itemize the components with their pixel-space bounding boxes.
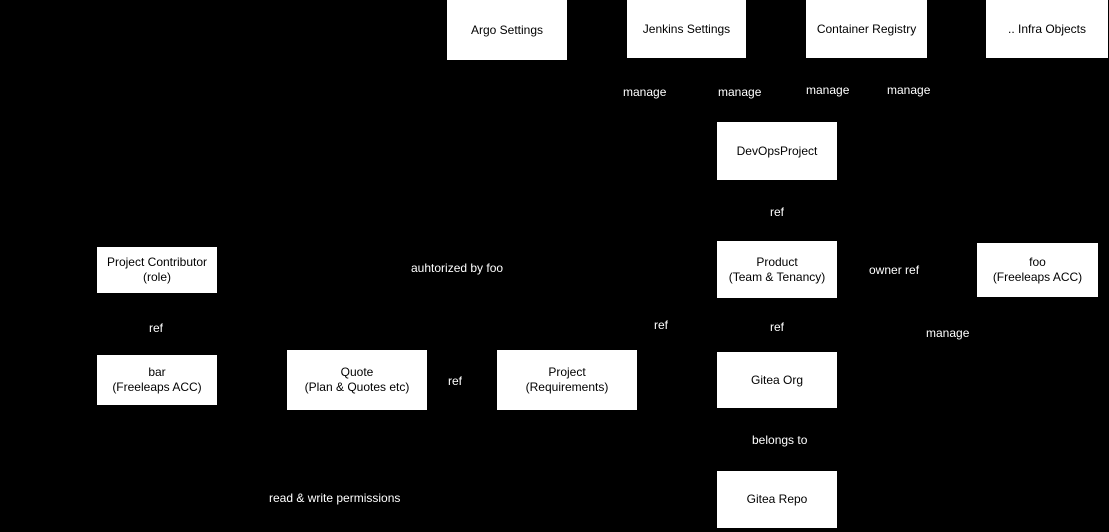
node-project-contributor: Project Contributor (role)	[97, 247, 217, 293]
node-quote: Quote (Plan & Quotes etc)	[287, 350, 427, 410]
edge-label-read-write-permissions: read & write permissions	[267, 490, 403, 506]
edge-label-manage-foo: manage	[924, 325, 972, 341]
node-infra-objects: .. Infra Objects	[986, 0, 1108, 58]
node-foo-account: foo (Freeleaps ACC)	[977, 243, 1098, 297]
node-bar-account: bar (Freeleaps ACC)	[97, 355, 217, 405]
edge-label-manage-jenkins: manage	[716, 84, 764, 100]
edge-label-manage-registry: manage	[804, 82, 852, 98]
node-project: Project (Requirements)	[497, 350, 637, 410]
node-gitea-repo: Gitea Repo	[717, 471, 837, 528]
node-gitea-org: Gitea Org	[717, 352, 837, 408]
node-devops-project: DevOpsProject	[717, 122, 837, 180]
edge-label-manage-infra: manage	[885, 82, 933, 98]
edge-label-ref-project-product: ref	[652, 317, 671, 333]
edge-label-ref-quote-project: ref	[446, 373, 465, 389]
edge-label-owner-ref: owner ref	[867, 262, 922, 278]
edge-label-ref-contributor: ref	[147, 320, 166, 336]
node-product: Product (Team & Tenancy)	[717, 241, 837, 298]
edge-label-manage-argo: manage	[621, 84, 669, 100]
edge-label-ref-devops-product: ref	[768, 204, 787, 220]
edge-label-ref-product-gitea: ref	[768, 319, 787, 335]
node-jenkins-settings: Jenkins Settings	[627, 0, 746, 58]
edge-label-authorized-by-foo: auhtorized by foo	[409, 260, 506, 276]
node-argo-settings: Argo Settings	[447, 0, 567, 60]
node-container-registry: Container Registry	[806, 0, 927, 58]
edge-label-belongs-to: belongs to	[750, 432, 810, 448]
